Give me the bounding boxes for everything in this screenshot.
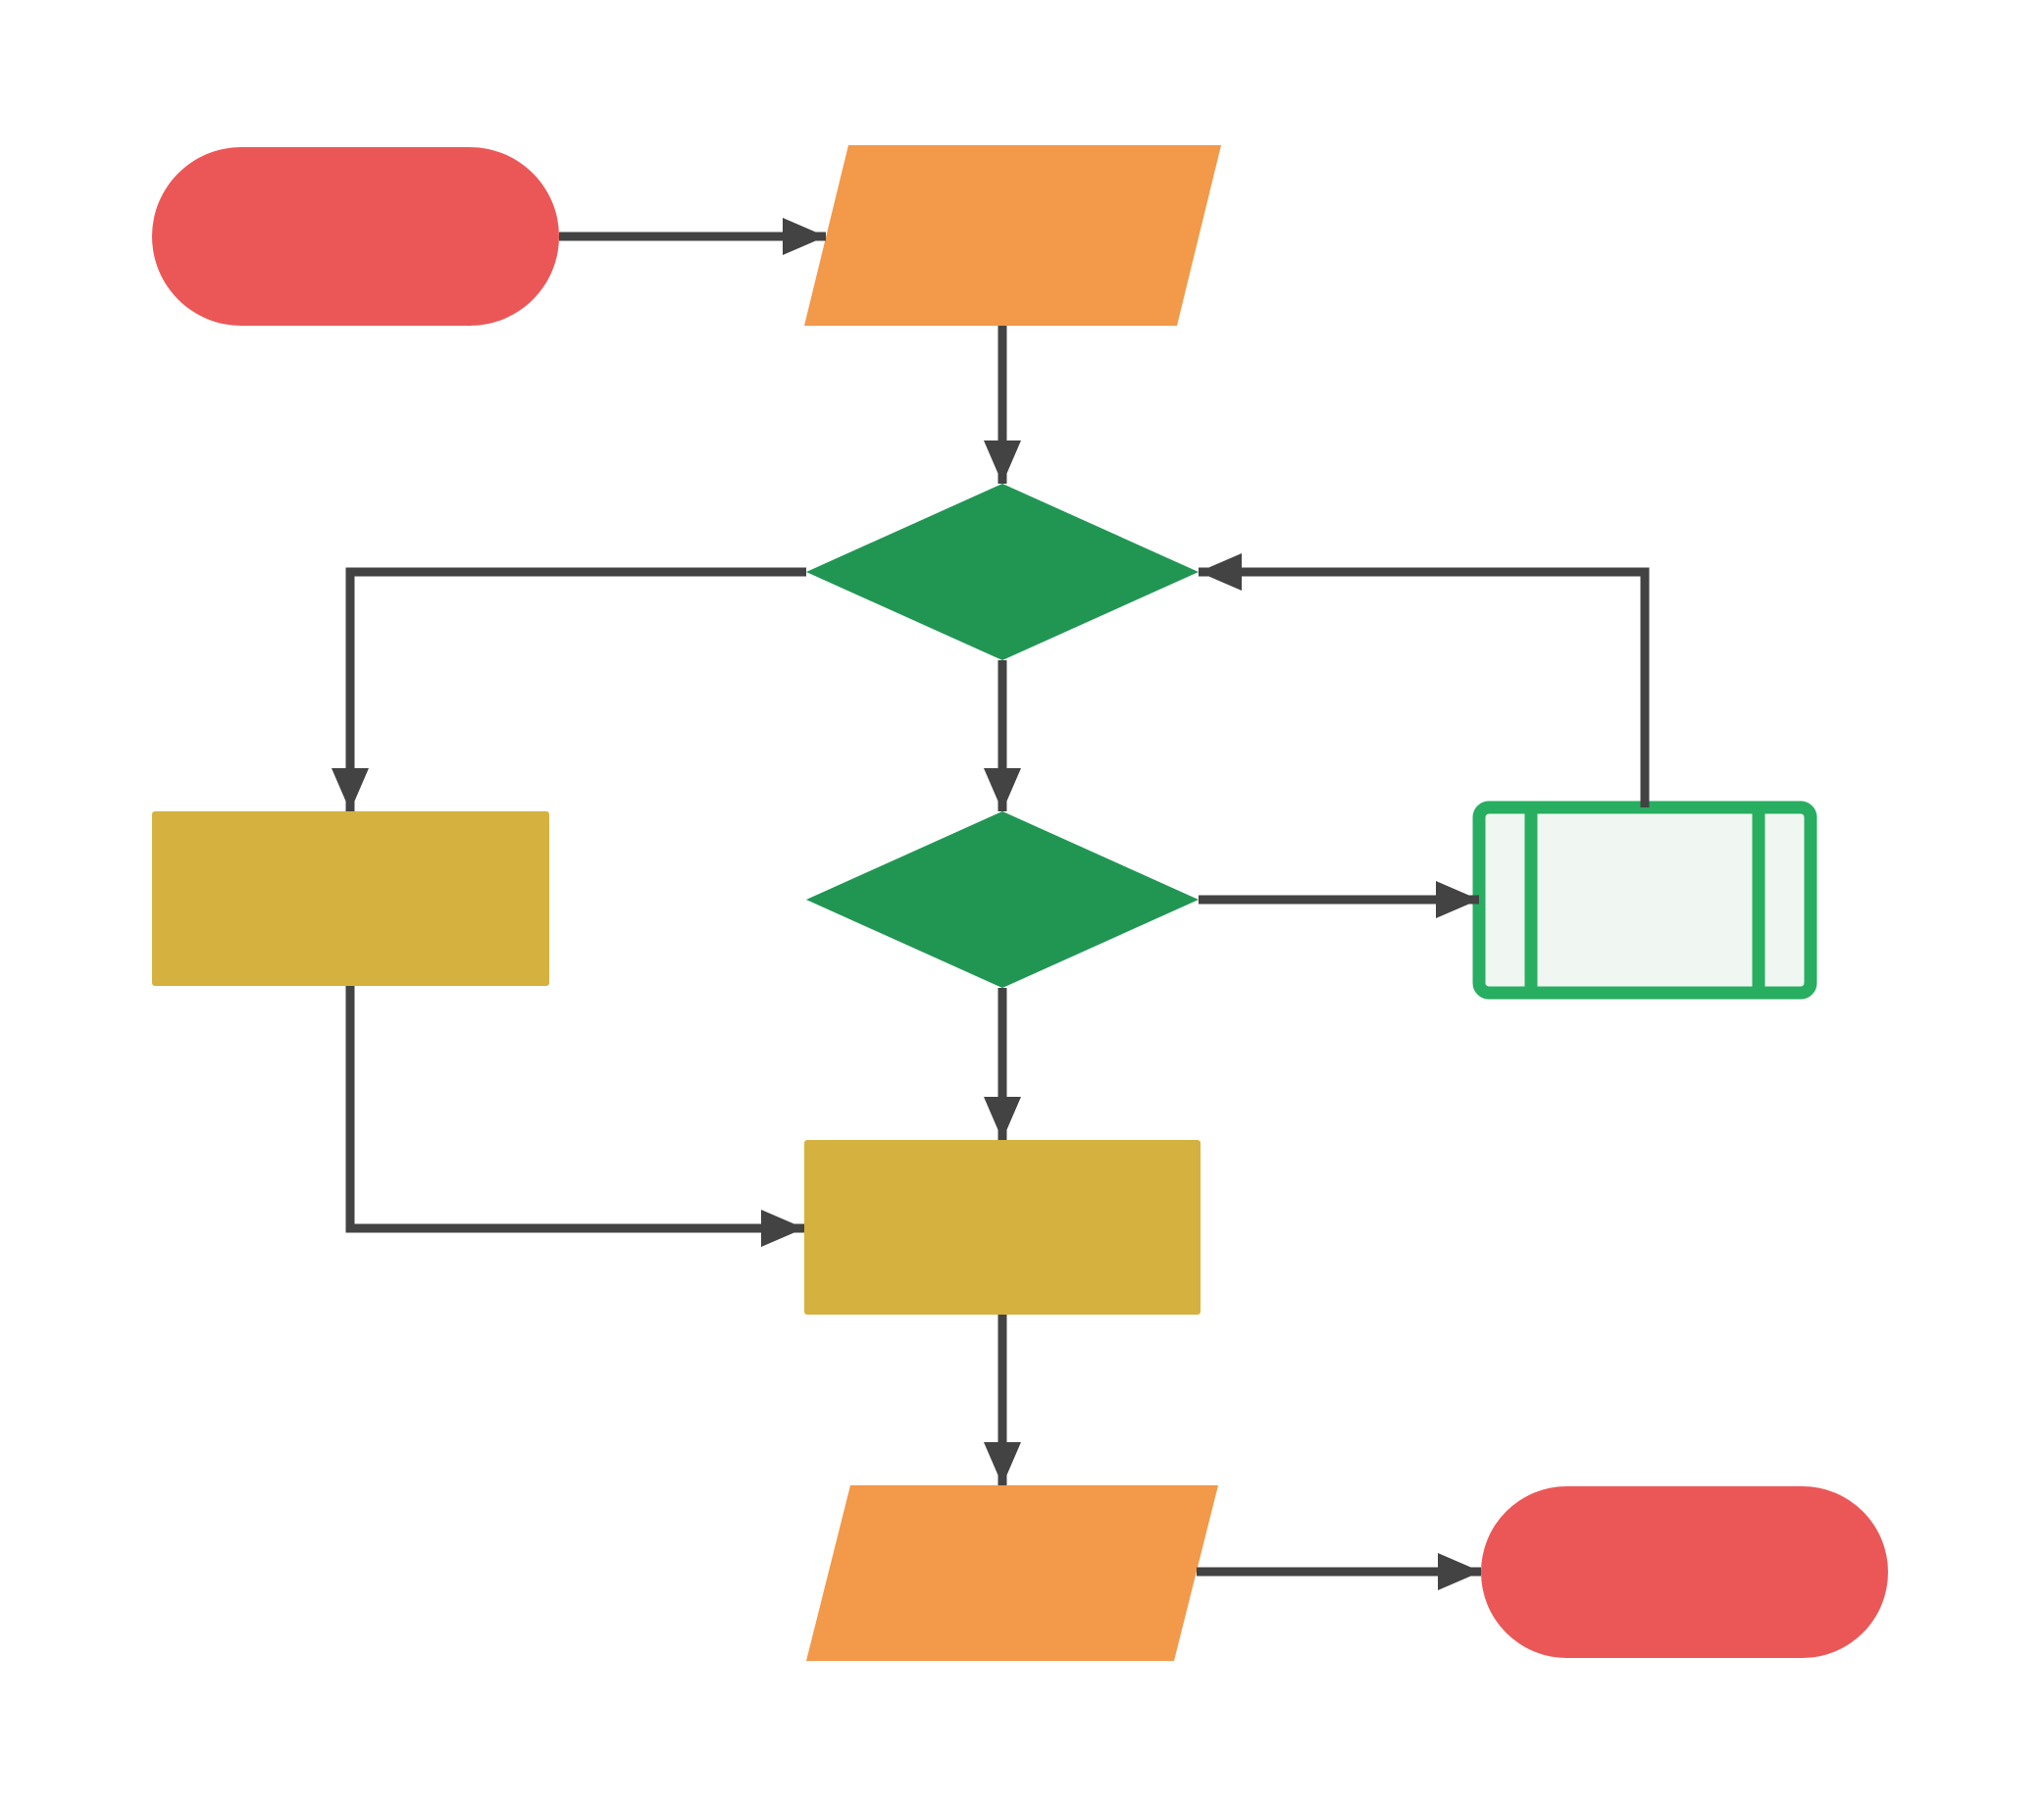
edge-decision1-to-process1 <box>332 567 806 811</box>
process-rect-center <box>804 1140 1201 1315</box>
process-rect-left <box>152 811 549 986</box>
decision-diamond-top <box>806 484 1199 660</box>
edge-process1-to-process2 <box>345 986 804 1247</box>
nodes-layer <box>152 145 1888 1661</box>
edges-layer <box>332 218 1650 1590</box>
input-parallelogram <box>804 145 1221 326</box>
predefined-process-box <box>1472 801 1817 1000</box>
output-parallelogram <box>806 1485 1218 1661</box>
end-terminator <box>1481 1486 1888 1658</box>
start-terminator <box>152 147 559 326</box>
edge-subroutine-to-decision1 <box>1199 553 1650 807</box>
decision-diamond-middle <box>806 811 1199 988</box>
